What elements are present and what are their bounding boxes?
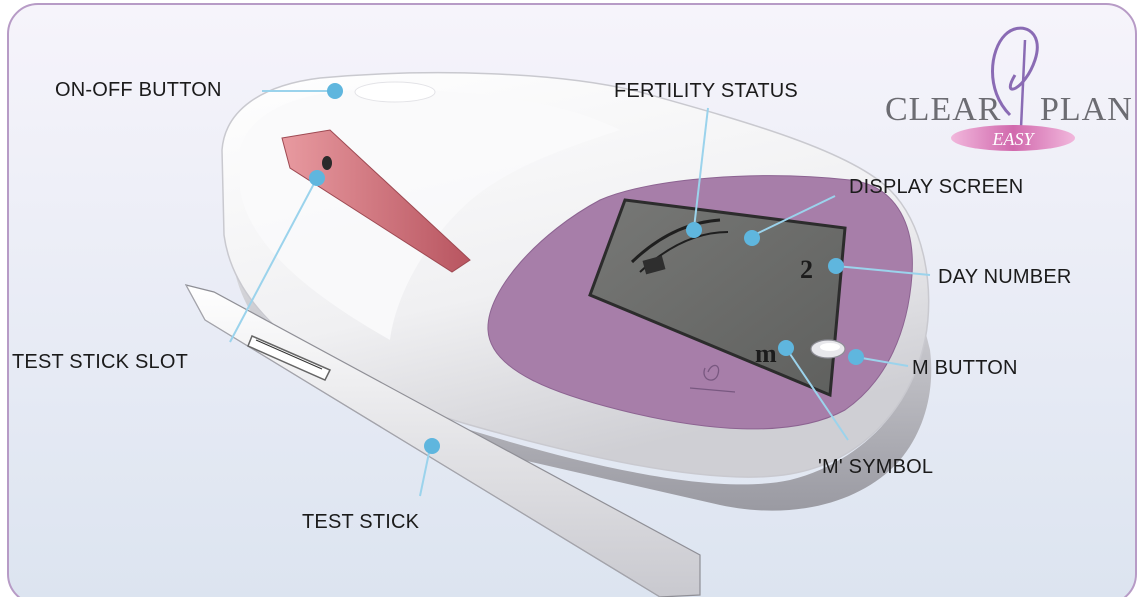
m-symbol: m [755,339,777,368]
brand-tagline: EASY [991,129,1035,149]
callout-dot-m-symbol [778,340,794,356]
label-test-stick: TEST STICK [302,511,420,533]
brand-name-left: CLEAR [885,91,1001,128]
label-m-button: M BUTTON [912,357,1018,379]
on-off-button [355,82,435,102]
label-test-stick-slot: TEST STICK SLOT [12,351,188,373]
label-on-off-button: ON-OFF BUTTON [55,79,222,101]
slot-hole [322,156,332,170]
callout-dot-m-button [848,349,864,365]
label-day-number: DAY NUMBER [938,266,1072,288]
callout-dot-fertility [686,222,702,238]
callout-dot-day [828,258,844,274]
brand-name-right: PLAN [1040,91,1133,128]
label-m-symbol: 'M' SYMBOL [818,456,933,478]
day-number-digit: 2 [800,255,813,284]
callout-dot-stick [424,438,440,454]
label-display-screen: DISPLAY SCREEN [849,176,1023,198]
callout-dot-display [744,230,760,246]
m-button-highlight [820,343,840,351]
callout-dot-slot [309,170,325,186]
callout-dot-on-off [327,83,343,99]
label-fertility-status: FERTILITY STATUS [614,80,798,102]
